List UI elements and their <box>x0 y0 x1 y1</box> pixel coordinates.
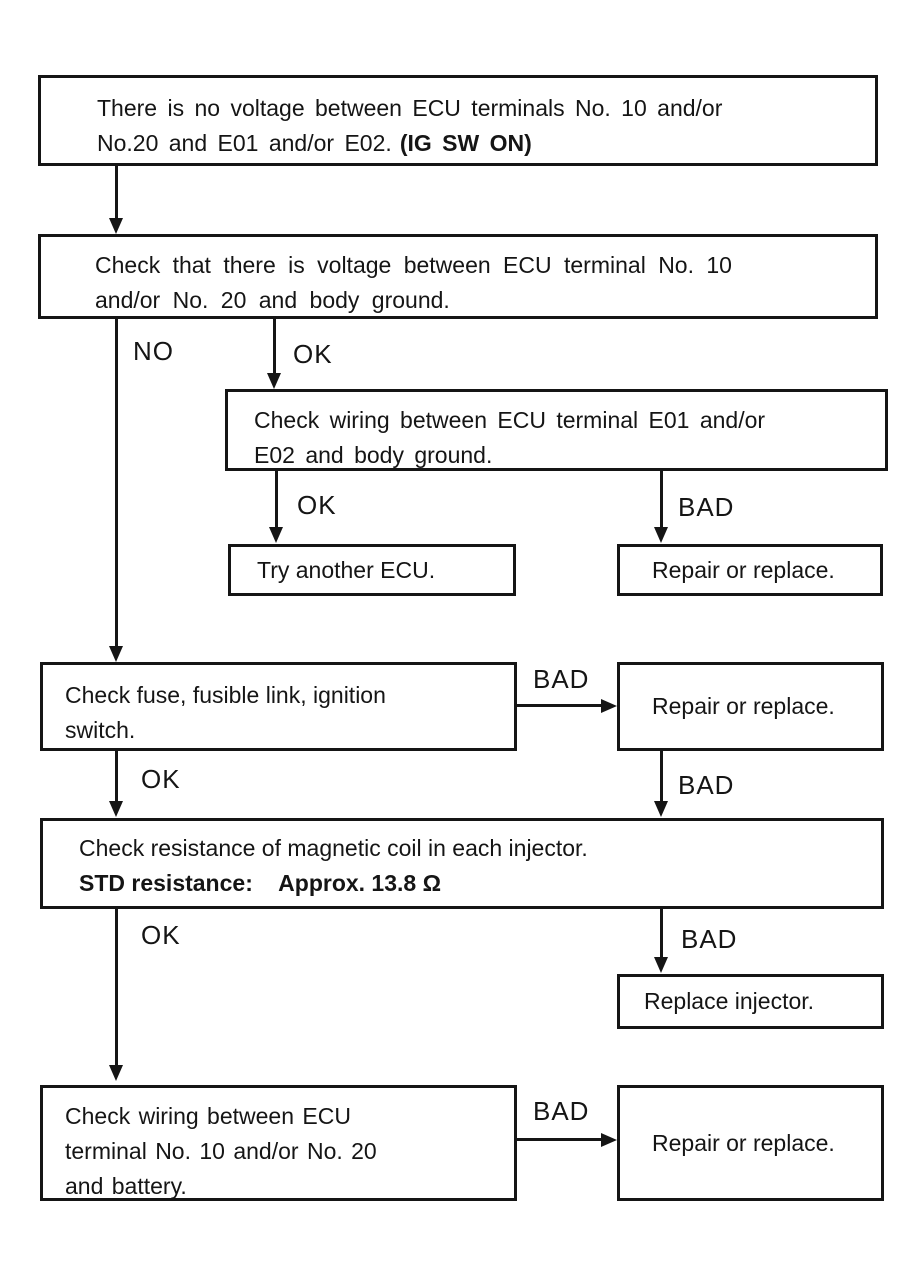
edge-label-ok-1: OK <box>293 339 333 369</box>
node-check-resistance-line2: STD resistance: Approx. 13.8 Ω <box>79 866 871 901</box>
connector-bad-repair2-to-resistance <box>660 751 663 803</box>
arrowhead-down-2 <box>109 646 123 662</box>
edge-label-bad-5: BAD <box>533 1096 590 1126</box>
node-check-voltage-body-ground: Check that there is voltage between ECU … <box>38 234 878 319</box>
connector-ok-to-wiring-ground <box>273 319 276 375</box>
connector-ok-to-try-ecu <box>275 471 278 529</box>
node-replace-injector: Replace injector. <box>617 974 884 1029</box>
connector-no-branch <box>115 319 118 647</box>
node-try-another-ecu-text: Try another ECU. <box>257 556 436 583</box>
node-check-wiring-battery: Check wiring between ECU terminal No. 10… <box>40 1085 517 1201</box>
edge-label-ok-2: OK <box>297 490 337 520</box>
node-repair-replace-2: Repair or replace. <box>617 662 884 751</box>
arrowhead-down-8 <box>109 1065 123 1081</box>
node-check-fuse-line1: Check fuse, fusible link, ignition <box>65 682 386 708</box>
node-check-wiring-ground: Check wiring between ECU terminal E01 an… <box>225 389 888 471</box>
node-check-voltage-line1: Check that there is voltage between ECU … <box>95 252 732 278</box>
edge-label-ok-3: OK <box>141 764 181 794</box>
edge-label-bad-4: BAD <box>681 924 738 954</box>
node-check-voltage-line2: and/or No. 20 and body ground. <box>95 287 450 313</box>
edge-label-bad-3: BAD <box>678 770 735 800</box>
node-repair-replace-1-text: Repair or replace. <box>652 556 835 583</box>
connector-bad-to-repair-1 <box>660 471 663 529</box>
edge-label-no: NO <box>133 336 174 366</box>
arrowhead-right-2 <box>601 1133 617 1147</box>
node-replace-injector-text: Replace injector. <box>644 988 815 1014</box>
node-check-resistance-std-label: STD resistance: <box>79 870 253 896</box>
node-start-condition: There is no voltage between ECU terminal… <box>38 75 878 166</box>
connector-bad-resistance-to-replace-injector <box>660 909 663 959</box>
node-repair-replace-3-text: Repair or replace. <box>652 1129 835 1156</box>
arrowhead-down-5 <box>654 527 668 543</box>
arrowhead-down-3 <box>267 373 281 389</box>
node-repair-replace-3: Repair or replace. <box>617 1085 884 1201</box>
connector-bad-fuse-to-repair <box>517 704 603 707</box>
connector-bad-battery-to-repair <box>517 1138 603 1141</box>
connector-start-to-check-voltage <box>115 166 118 220</box>
node-check-fuse: Check fuse, fusible link, ignition switc… <box>40 662 517 751</box>
node-check-resistance: Check resistance of magnetic coil in eac… <box>40 818 884 909</box>
edge-label-bad-1: BAD <box>678 492 735 522</box>
node-start-line2-text: No.20 and E01 and/or E02. <box>97 130 392 156</box>
node-repair-replace-2-text: Repair or replace. <box>652 693 835 719</box>
node-check-resistance-line1: Check resistance of magnetic coil in eac… <box>79 835 588 861</box>
node-check-fuse-line2: switch. <box>65 717 136 743</box>
node-repair-replace-1: Repair or replace. <box>617 544 883 596</box>
node-start-ig-sw-on: (IG SW ON) <box>399 130 532 156</box>
node-check-resistance-std-value: Approx. 13.8 Ω <box>278 870 442 896</box>
node-check-wiring-battery-line1: Check wiring between ECU <box>65 1103 351 1129</box>
node-check-wiring-battery-line3: and battery. <box>65 1173 187 1199</box>
node-check-wiring-ground-line1: Check wiring between ECU terminal E01 an… <box>254 407 766 433</box>
arrowhead-right-1 <box>601 699 617 713</box>
node-start-line1: There is no voltage between ECU terminal… <box>97 95 723 121</box>
arrowhead-down-6 <box>109 801 123 817</box>
edge-label-bad-2: BAD <box>533 664 590 694</box>
connector-ok-fuse-to-resistance <box>115 751 118 803</box>
arrowhead-down-1 <box>109 218 123 234</box>
arrowhead-down-9 <box>654 957 668 973</box>
node-check-wiring-battery-line2: terminal No. 10 and/or No. 20 <box>65 1138 377 1164</box>
arrowhead-down-7 <box>654 801 668 817</box>
arrowhead-down-4 <box>269 527 283 543</box>
edge-label-ok-4: OK <box>141 920 181 950</box>
node-start-line2: No.20 and E01 and/or E02. (IG SW ON) <box>97 126 857 161</box>
node-check-wiring-ground-line2: E02 and body ground. <box>254 442 493 468</box>
connector-ok-resistance-to-wiring-battery <box>115 909 118 1067</box>
node-try-another-ecu: Try another ECU. <box>228 544 516 596</box>
